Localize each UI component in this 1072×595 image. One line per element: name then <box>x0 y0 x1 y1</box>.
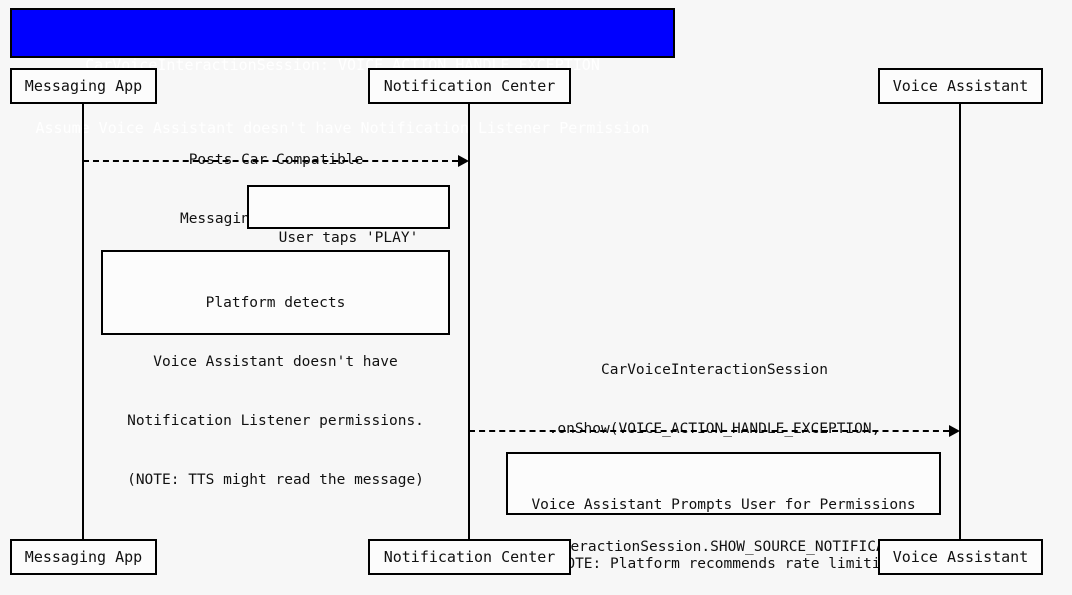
message-arrow-post-notification-line <box>83 160 458 162</box>
participant-notification-center-top[interactable]: Notification Center <box>368 68 571 104</box>
note-prompts-permissions-line-1: Voice Assistant Prompts User for Permiss… <box>531 497 916 514</box>
note-user-taps-play: User taps 'PLAY' on Msg Notification <box>247 185 450 305</box>
note-platform-detects-line-3: Notification Listener permissions. <box>127 412 424 429</box>
lifeline-messaging-app <box>82 104 84 539</box>
message-arrow-post-notification <box>83 155 469 167</box>
message-arrow-post-notification-head <box>458 155 469 167</box>
message-label-onshow-call-line-1: CarVoiceInteractionSession <box>601 362 828 379</box>
note-platform-detects-line-1: Platform detects <box>205 295 346 312</box>
note-prompts-permissions: Voice Assistant Prompts User for Permiss… <box>506 452 941 572</box>
message-label-onshow-call-line-4: VoiceInteractionSession.SHOW_SOURCE_NOTI… <box>500 538 929 555</box>
lifeline-notification-center <box>468 104 470 539</box>
note-platform-detects: Platform detects Voice Assistant doesn't… <box>101 250 450 488</box>
participant-voice-assistant-top[interactable]: Voice Assistant <box>878 68 1043 104</box>
note-platform-detects-line-4: (NOTE: TTS might read the message) <box>127 471 424 488</box>
note-user-taps-play-line-1: User taps 'PLAY' <box>278 230 419 247</box>
note-platform-detects-line-2: Voice Assistant doesn't have <box>153 353 398 370</box>
participant-notification-center-bottom[interactable]: Notification Center <box>368 539 571 575</box>
note-prompts-permissions-line-2: (NOTE: Platform recommends rate limiting <box>548 555 899 572</box>
diagram-title-banner: CarVoiceInteractionSession: VOICE_ACTION… <box>10 8 675 137</box>
diagram-title-line-2: Assume Voice Assistant doesn't have Noti… <box>35 119 650 137</box>
lifeline-voice-assistant <box>959 104 961 539</box>
message-label-onshow-call-line-2: .onShow(VOICE_ACTION_HANDLE_EXCEPTION, <box>548 420 881 437</box>
message-label-onshow-call: CarVoiceInteractionSession .onShow(VOICE… <box>469 322 1072 595</box>
participant-voice-assistant-bottom[interactable]: Voice Assistant <box>878 539 1043 575</box>
message-arrow-onshow-call <box>469 425 960 437</box>
participant-messaging-app-top[interactable]: Messaging App <box>10 68 157 104</box>
message-arrow-onshow-call-line <box>469 430 949 432</box>
message-arrow-onshow-call-head <box>949 425 960 437</box>
participant-messaging-app-bottom[interactable]: Messaging App <box>10 539 157 575</box>
